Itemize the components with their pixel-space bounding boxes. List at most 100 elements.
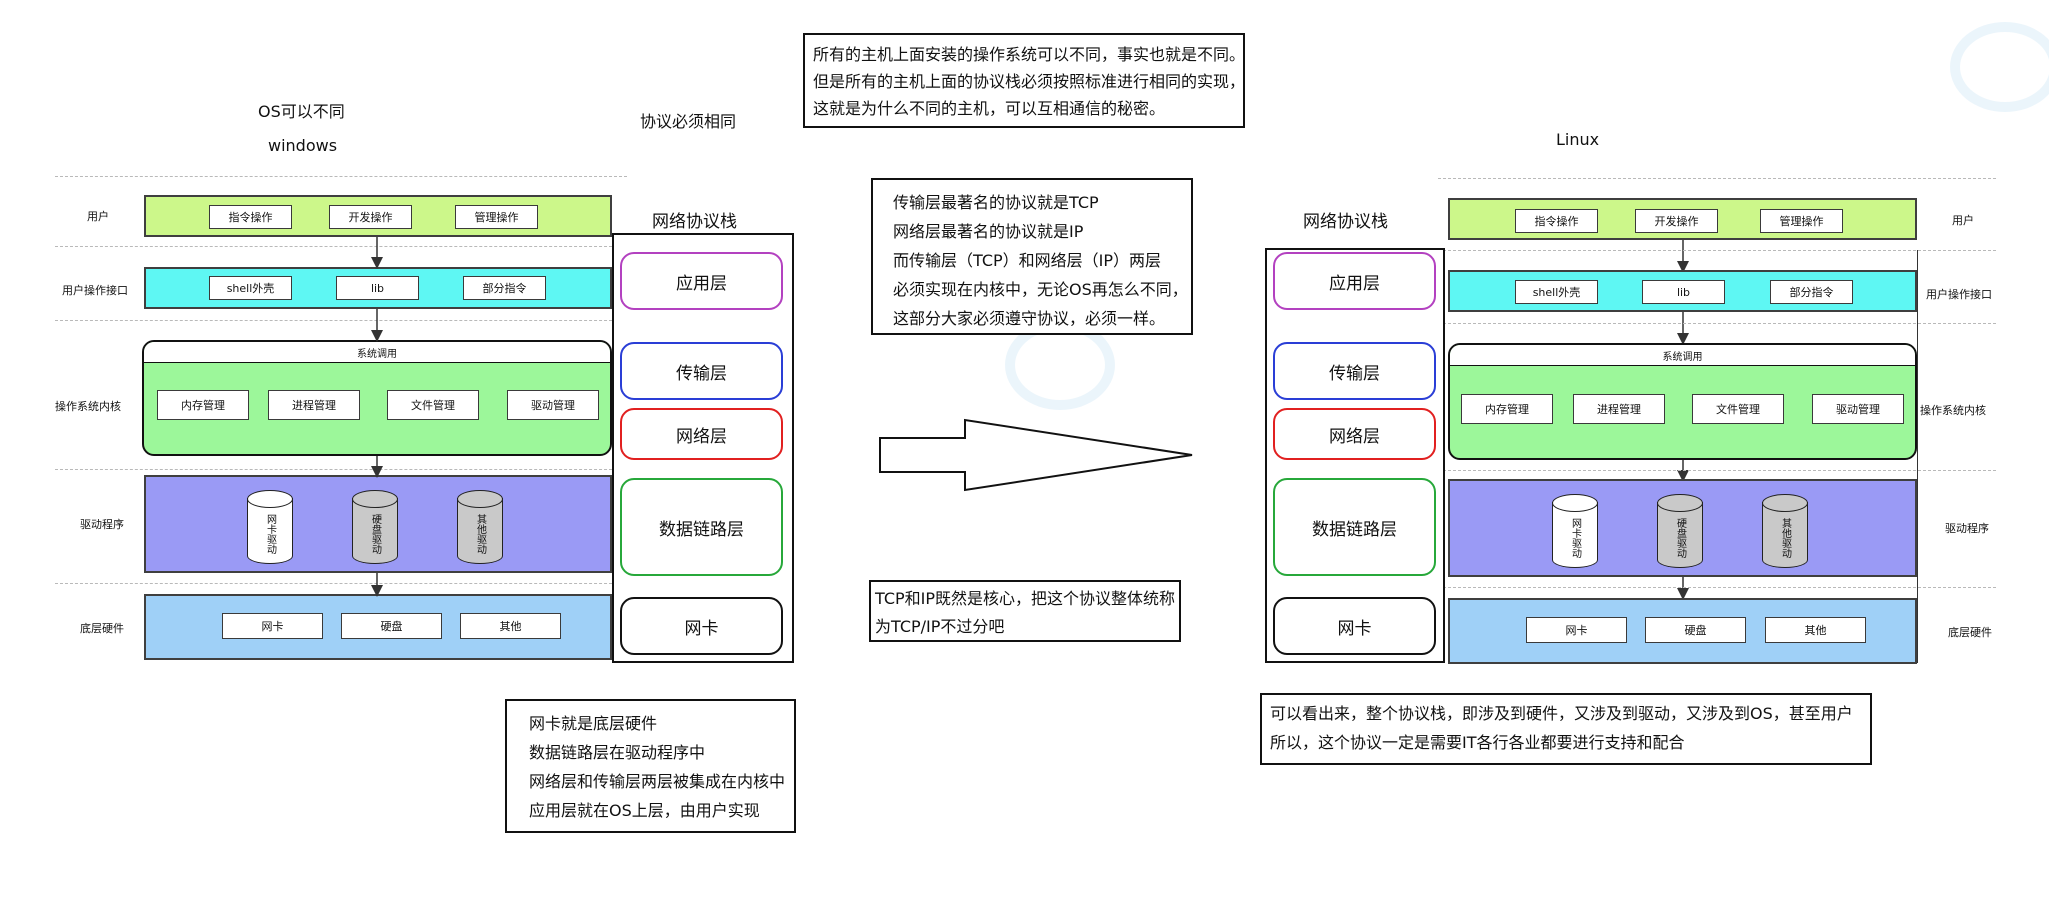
user-op-box: 开发操作	[1635, 209, 1718, 233]
row-label-hardware: 底层硬件	[80, 622, 124, 635]
user-op-box: 管理操作	[1760, 209, 1843, 233]
row-label-driver: 驱动程序	[1945, 522, 1989, 535]
driver-label: 网卡驱动	[1569, 518, 1581, 558]
driver-label: 硬盘驱动	[369, 514, 381, 554]
note-line: 为TCP/IP不过分吧	[875, 617, 1005, 636]
note-os-vs-protocol: 所有的主机上面安装的操作系统可以不同，事实也就是不同。 但是所有的主机上面的协议…	[803, 33, 1245, 128]
note-line: 但是所有的主机上面的协议栈必须按照标准进行相同的实现，	[813, 72, 1246, 91]
row-divider	[55, 583, 627, 584]
stack-title-right: 网络协议栈	[1303, 212, 1388, 232]
row-label-user: 用户	[1952, 214, 1974, 227]
stack-layer-nic: 网卡	[1273, 597, 1436, 655]
row-divider	[55, 246, 627, 247]
driver-cylinder: 硬盘驱动	[1657, 494, 1703, 568]
stack-layer-network: 网络层	[1273, 408, 1436, 460]
row-divider	[1438, 470, 1996, 471]
driver-label: 其他驱动	[474, 514, 486, 554]
driver-label: 硬盘驱动	[1674, 518, 1686, 558]
kernel-item-box: 进程管理	[268, 390, 360, 420]
note-line: 所有的主机上面安装的操作系统可以不同，事实也就是不同。	[813, 45, 1246, 64]
row-label-hardware: 底层硬件	[1948, 626, 1992, 639]
note-line: TCP和IP既然是核心，把这个协议整体统称	[875, 589, 1176, 608]
kernel-item-box: 驱动管理	[507, 390, 599, 420]
stack-layer-transport: 传输层	[620, 342, 783, 400]
user-op-box: 指令操作	[1515, 209, 1598, 233]
note-conclusion: 可以看出来，整个协议栈，即涉及到硬件，又涉及到驱动，又涉及到OS，甚至用户 所以…	[1260, 693, 1872, 765]
driver-cylinder: 其他驱动	[457, 490, 503, 564]
user-op-box: 开发操作	[329, 205, 412, 229]
note-line: 所以，这个协议一定是需要IT各行各业都要进行支持和配合	[1270, 733, 1685, 752]
hardware-item-box: 硬盘	[341, 613, 442, 639]
api-item-box: shell外壳	[209, 276, 292, 300]
syscall-caption: 系统调用	[144, 342, 610, 363]
kernel-item-box: 内存管理	[1461, 394, 1553, 424]
kernel-item-box: 进程管理	[1573, 394, 1665, 424]
stack-layer-nic: 网卡	[620, 597, 783, 655]
api-item-box: 部分指令	[1770, 280, 1853, 304]
driver-cylinder: 其他驱动	[1762, 494, 1808, 568]
api-item-box: 部分指令	[463, 276, 546, 300]
api-item-box: shell外壳	[1515, 280, 1598, 304]
row-divider	[1438, 587, 1996, 588]
note-line: 而传输层（TCP）和网络层（IP）两层	[893, 251, 1162, 270]
kernel-item-box: 内存管理	[157, 390, 249, 420]
hardware-item-box: 硬盘	[1645, 617, 1746, 643]
os-name-windows: windows	[268, 136, 338, 155]
row-label-kernel: 操作系统内核	[1920, 404, 1986, 417]
syscall-caption: 系统调用	[1450, 345, 1915, 366]
kernel-item-box: 驱动管理	[1812, 394, 1904, 424]
note-line: 网络层和传输层两层被集成在内核中	[529, 772, 786, 791]
api-item-box: lib	[336, 276, 419, 300]
note-line: 传输层最著名的协议就是TCP	[893, 193, 1099, 212]
note-line: 这部分大家必须遵守协议，必须一样。	[893, 309, 1166, 328]
note-line: 数据链路层在驱动程序中	[529, 743, 706, 762]
row-divider	[1438, 178, 1996, 179]
watermark-logo	[1950, 22, 2049, 112]
driver-label: 其他驱动	[1779, 518, 1791, 558]
right-edge-line	[1917, 250, 1918, 663]
row-divider	[55, 320, 627, 321]
api-item-box: lib	[1642, 280, 1725, 304]
note-layer-mapping: 网卡就是底层硬件 数据链路层在驱动程序中 网络层和传输层两层被集成在内核中 应用…	[505, 699, 796, 833]
note-line: 这就是为什么不同的主机，可以互相通信的秘密。	[813, 99, 1166, 118]
row-label-api: 用户操作接口	[1926, 288, 1992, 301]
row-divider	[55, 469, 627, 470]
note-line: 必须实现在内核中，无论OS再怎么不同，	[893, 280, 1188, 299]
kernel-item-box: 文件管理	[387, 390, 479, 420]
note-tcp-ip-core: 传输层最著名的协议就是TCP 网络层最著名的协议就是IP 而传输层（TCP）和网…	[871, 178, 1193, 335]
stack-layer-application: 应用层	[620, 252, 783, 310]
kernel-item-box: 文件管理	[1692, 394, 1784, 424]
driver-label: 网卡驱动	[264, 514, 276, 554]
note-tcpip-name: TCP和IP既然是核心，把这个协议整体统称 为TCP/IP不过分吧	[869, 580, 1181, 642]
row-label-api: 用户操作接口	[62, 284, 128, 297]
stack-title-left: 网络协议栈	[652, 212, 737, 232]
os-name-linux: Linux	[1556, 130, 1600, 149]
stack-layer-datalink: 数据链路层	[620, 478, 783, 576]
note-line: 网卡就是底层硬件	[529, 714, 658, 733]
protocol-must-same-note: 协议必须相同	[640, 112, 737, 131]
user-op-box: 管理操作	[455, 205, 538, 229]
row-divider	[1438, 323, 1996, 324]
stack-layer-datalink: 数据链路层	[1273, 478, 1436, 576]
note-line: 应用层就在OS上层，由用户实现	[529, 801, 760, 820]
driver-cylinder: 硬盘驱动	[352, 490, 398, 564]
driver-cylinder: 网卡驱动	[1552, 494, 1598, 568]
row-label-kernel: 操作系统内核	[55, 400, 121, 413]
driver-cylinder: 网卡驱动	[247, 490, 293, 564]
row-divider	[1438, 250, 1996, 251]
stack-layer-network: 网络层	[620, 408, 783, 460]
row-divider	[55, 176, 627, 177]
hardware-item-box: 网卡	[1526, 617, 1627, 643]
hardware-item-box: 网卡	[222, 613, 323, 639]
user-op-box: 指令操作	[209, 205, 292, 229]
note-line: 可以看出来，整个协议栈，即涉及到硬件，又涉及到驱动，又涉及到OS，甚至用户	[1270, 704, 1853, 723]
hardware-item-box: 其他	[1765, 617, 1866, 643]
hardware-item-box: 其他	[460, 613, 561, 639]
row-label-driver: 驱动程序	[80, 518, 124, 531]
os-difference-note: OS可以不同	[258, 102, 345, 121]
row-label-user: 用户	[87, 210, 109, 223]
stack-layer-application: 应用层	[1273, 252, 1436, 310]
stack-layer-transport: 传输层	[1273, 342, 1436, 400]
note-line: 网络层最著名的协议就是IP	[893, 222, 1084, 241]
